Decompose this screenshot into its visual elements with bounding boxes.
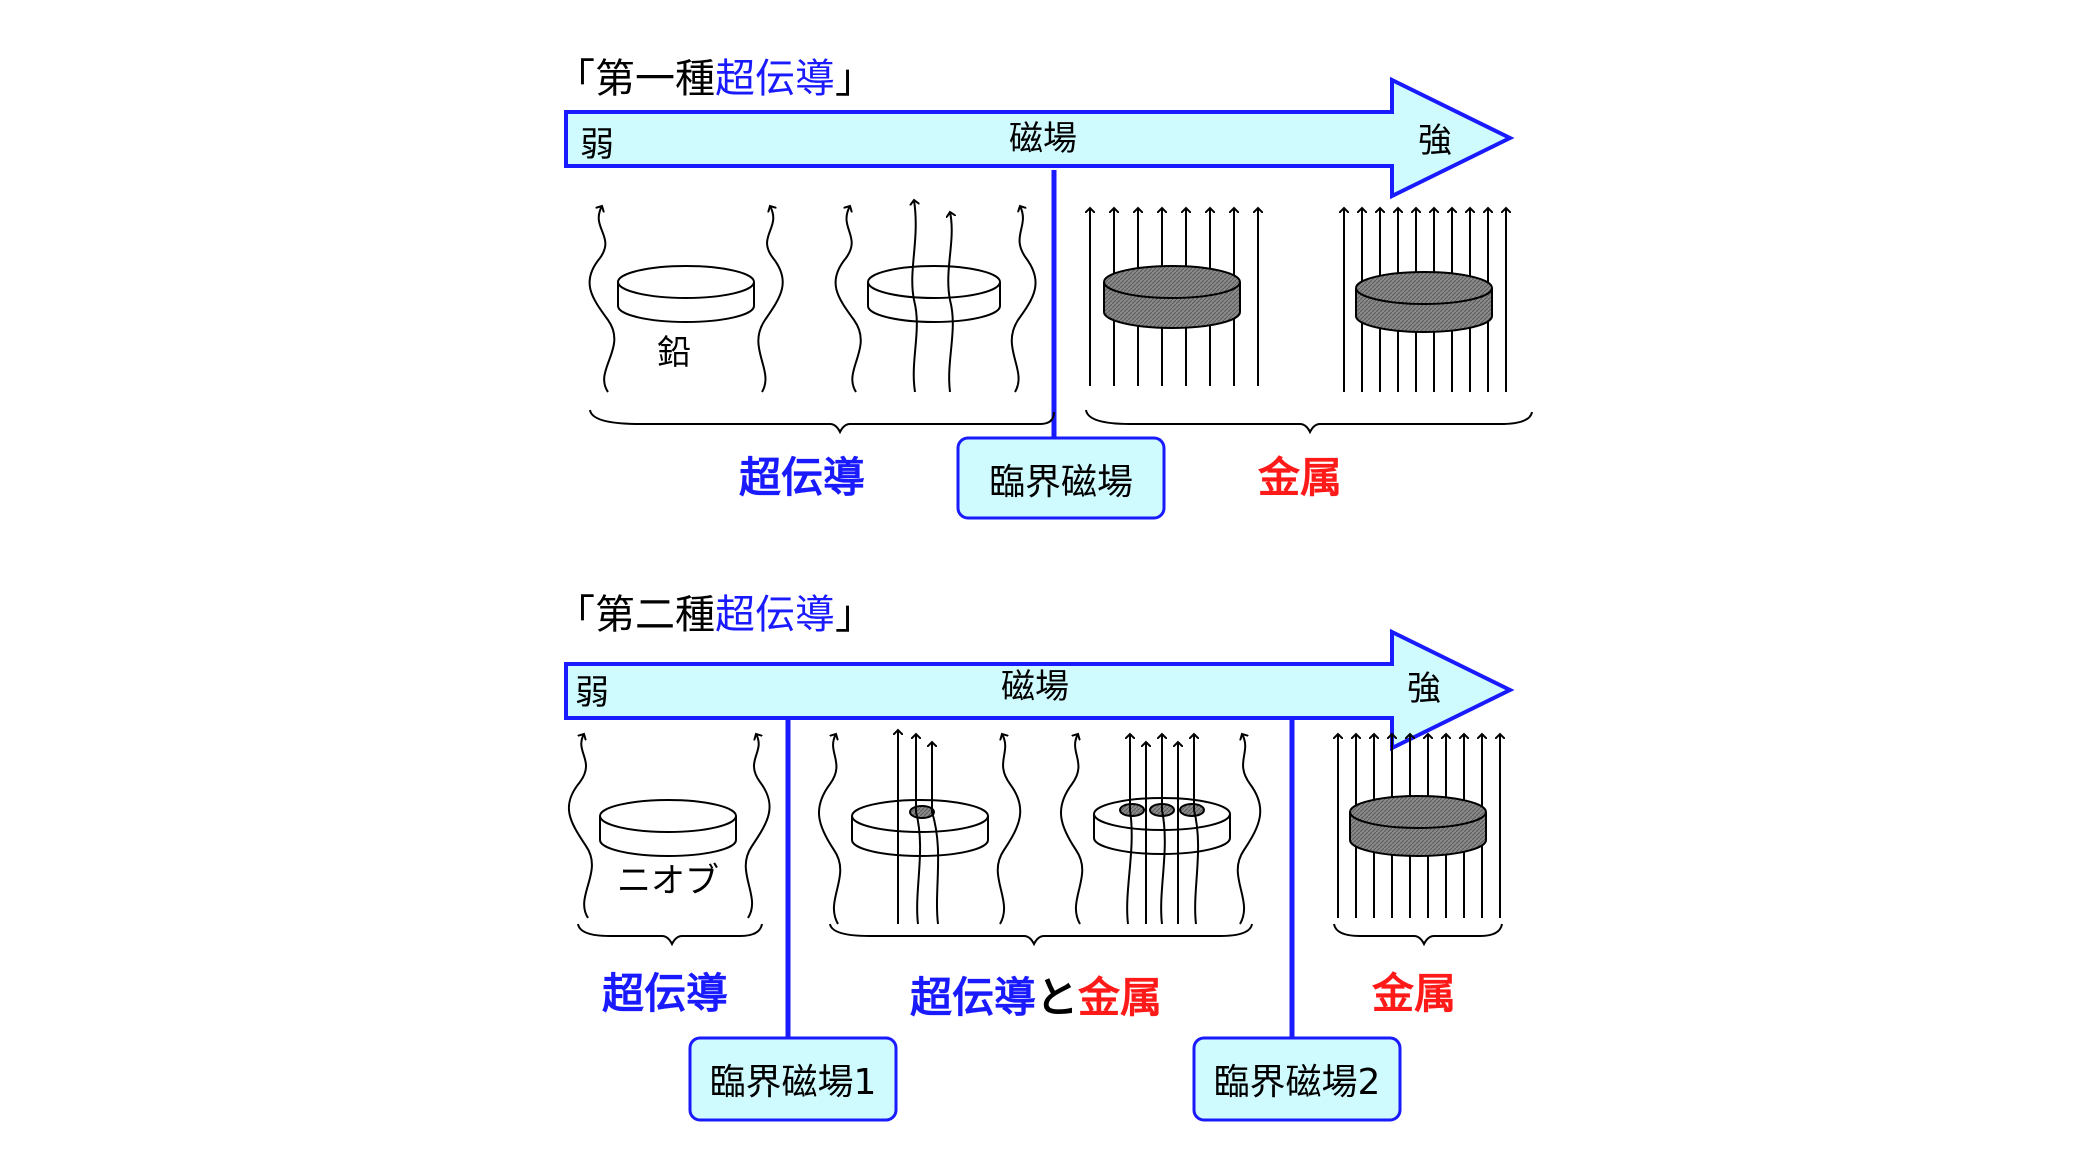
type2-field-arrow bbox=[564, 628, 1515, 752]
type1-material-label: 鉛 bbox=[657, 333, 691, 373]
type2-arrow-field-label: 磁場 bbox=[1001, 667, 1069, 707]
type1-section: 「第一種超伝導」 弱 磁場 強 鉛 bbox=[555, 56, 1533, 520]
type2-region-superconductor: 超伝導 bbox=[602, 969, 728, 1018]
type1-arrow-weak-label: 弱 bbox=[580, 125, 614, 165]
type2-super-brace bbox=[577, 923, 763, 947]
type2-critical-box-2-label: 臨界磁場2 bbox=[1214, 1062, 1381, 1103]
type1-region-superconductor: 超伝導 bbox=[739, 453, 865, 502]
type1-field-arrow bbox=[564, 76, 1515, 200]
type1-metal-illustration-2 bbox=[1344, 208, 1506, 392]
type1-critical-box bbox=[956, 436, 1166, 520]
type2-section: 「第二種超伝導」 弱 磁場 強 ニオブ bbox=[555, 592, 1515, 1122]
type1-region-metal: 金属 bbox=[1257, 453, 1342, 502]
type2-metal-brace bbox=[1333, 923, 1503, 947]
type2-critical-box-2 bbox=[1192, 1036, 1402, 1122]
type2-meissner-illustration bbox=[568, 734, 771, 919]
type1-arrow-field-label: 磁場 bbox=[1009, 119, 1077, 159]
type1-title: 「第一種超伝導」 bbox=[555, 56, 875, 102]
type2-critical-box-1-label: 臨界磁場1 bbox=[710, 1062, 877, 1103]
type2-mixed-illustration-1 bbox=[817, 730, 1022, 925]
type2-mixed-illustration-2 bbox=[1059, 734, 1262, 925]
type2-title: 「第二種超伝導」 bbox=[555, 592, 875, 638]
type2-material-label: ニオブ bbox=[617, 861, 719, 901]
type1-super-brace bbox=[589, 409, 1055, 435]
type2-metal-illustration bbox=[1338, 734, 1500, 918]
type2-region-metal: 金属 bbox=[1371, 969, 1456, 1018]
type1-metal-brace bbox=[1085, 409, 1533, 435]
type2-arrow-strong-label: 強 bbox=[1407, 669, 1441, 709]
type1-arrow-strong-label: 強 bbox=[1418, 121, 1452, 161]
type2-arrow-weak-label: 弱 bbox=[575, 673, 609, 713]
type2-region-mixed: 超伝導と金属 bbox=[910, 973, 1162, 1022]
type1-penetration-illustration bbox=[834, 200, 1037, 393]
type1-metal-illustration-1 bbox=[1090, 208, 1258, 386]
type1-critical-box-label: 臨界磁場 bbox=[989, 462, 1133, 503]
type2-mixed-brace bbox=[829, 923, 1253, 947]
type2-critical-box-1 bbox=[688, 1036, 898, 1122]
type1-meissner-illustration bbox=[588, 206, 784, 393]
